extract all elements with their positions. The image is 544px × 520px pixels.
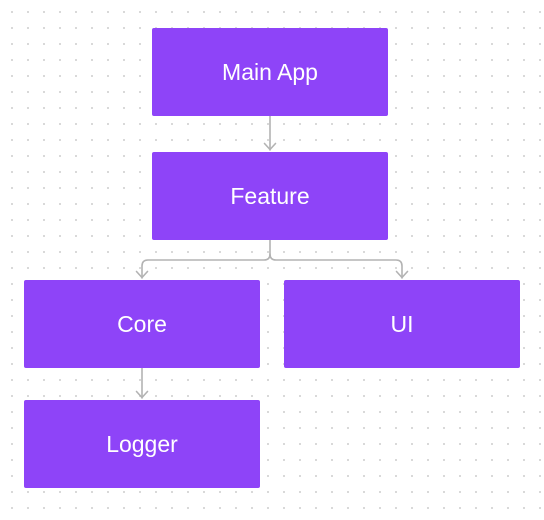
arrowhead-logger — [135, 390, 149, 399]
node-logger[interactable]: Logger — [24, 400, 260, 488]
node-logger-label: Logger — [106, 430, 178, 457]
node-ui[interactable]: UI — [284, 280, 520, 368]
node-core[interactable]: Core — [24, 280, 260, 368]
node-ui-label: UI — [390, 310, 414, 337]
edge-feature-to-core — [141, 239, 271, 279]
node-core-label: Core — [117, 310, 167, 337]
edge-feature-to-ui — [269, 253, 403, 279]
arrowhead-ui — [395, 270, 409, 279]
arrowhead-feature — [263, 142, 277, 151]
node-main-app[interactable]: Main App — [152, 28, 388, 116]
node-main-app-label: Main App — [222, 58, 318, 85]
node-feature-label: Feature — [230, 182, 310, 209]
node-feature[interactable]: Feature — [152, 152, 388, 240]
arrowhead-core — [135, 270, 149, 279]
